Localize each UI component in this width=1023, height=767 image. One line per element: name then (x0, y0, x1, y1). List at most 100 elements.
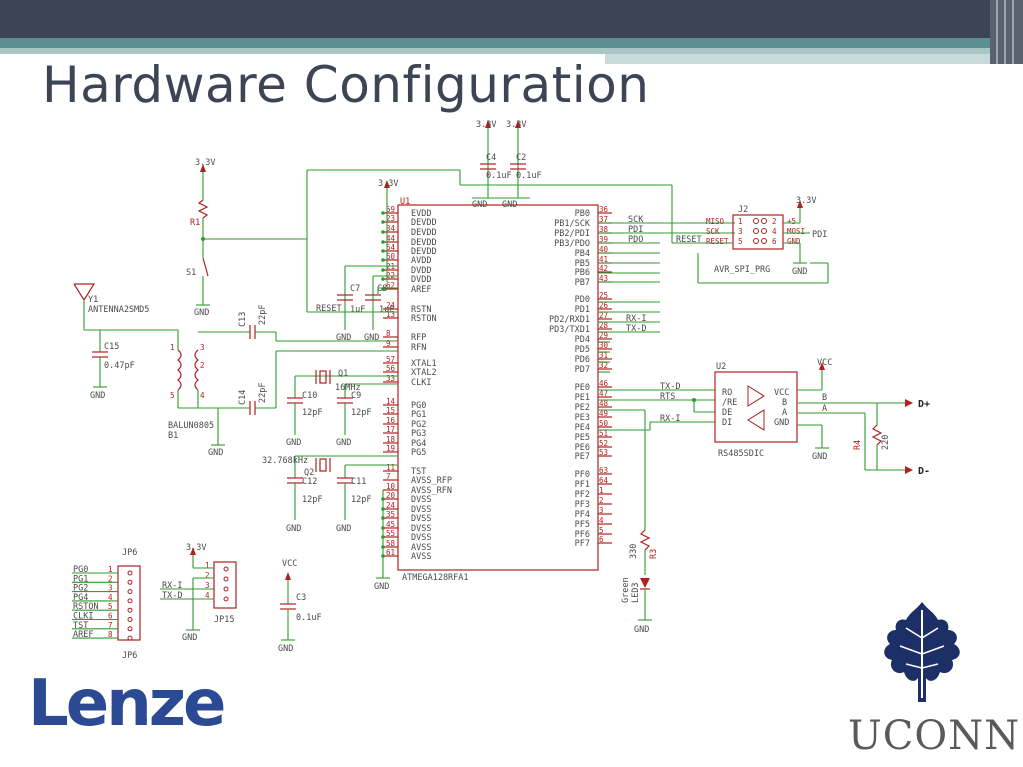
u1-pin-number: 10 (386, 482, 396, 491)
jp15-body (213, 561, 237, 609)
u1-pin-number: 35 (386, 510, 395, 519)
u1-pin-number: 26 (599, 301, 609, 310)
bus-dplus: D+ (918, 399, 930, 410)
u1-pin-number: 53 (599, 448, 608, 457)
u1-pin-number: 2 (599, 496, 604, 505)
u1-pin-number: 50 (599, 419, 609, 428)
j2-left-label: RESET (706, 237, 729, 246)
u1-pin-name: PD3/TXD1 (549, 325, 590, 335)
j2-body (732, 214, 784, 250)
svg-text:3: 3 (200, 343, 205, 352)
u1-pin-name: AREF (411, 285, 431, 295)
u1-pin-number: 38 (599, 225, 609, 234)
j2-pin: 6 (772, 237, 777, 246)
u1-pin-name: PE2 (575, 403, 590, 413)
u1-pin-number: 55 (386, 529, 395, 538)
reset-net-label: RESET (316, 304, 342, 314)
u1-pin-name: PD6 (575, 355, 590, 365)
u1-pin-number: 5 (599, 526, 604, 535)
u1-pin-name: PG3 (411, 429, 426, 439)
u1-pin-name: PF4 (575, 510, 590, 520)
u1-pin-number: 25 (599, 291, 608, 300)
uconn-oak-leaf-icon (884, 602, 960, 702)
gnd-label: GND (208, 448, 223, 458)
u1-pin-name: PG0 (411, 401, 426, 411)
u1-pin-name: AVSS (411, 552, 431, 562)
u1-pin-name: PB6 (575, 268, 590, 278)
c11-value: 12pF (351, 495, 371, 505)
u1-pin-name: PD5 (575, 345, 590, 355)
header-stripe (1004, 0, 1006, 64)
u1-pin-number: 42 (599, 264, 608, 273)
header-right-block (990, 0, 1023, 64)
j2-pin: 4 (772, 227, 777, 236)
u1-pin-number: 58 (386, 539, 396, 548)
c15-ref: C15 (104, 342, 119, 352)
u1-pin-name: PB0 (575, 209, 590, 219)
u1-pin-name: DVSS (411, 524, 431, 534)
net-label-pdi-j2: PDI (812, 230, 827, 240)
c13-value: 22pF (258, 305, 268, 325)
r4-value: 220 (881, 435, 891, 450)
u1-pin-name: PD0 (575, 295, 590, 305)
j2-left-label: MISO (706, 217, 725, 226)
u1-pin-number: 23 (386, 214, 395, 223)
s1-ref: S1 (186, 268, 196, 278)
u1-pin-name: AVDD (411, 256, 431, 266)
vcc-label: VCC (282, 559, 297, 569)
u1-pin-name: DVDD (411, 275, 431, 285)
jp6-ref: JP6 (122, 548, 137, 558)
u1-pin-number: 63 (599, 466, 608, 475)
c13-ref: C13 (238, 312, 248, 327)
jp15-pin-number: 3 (205, 581, 210, 590)
u1-pin-number: 49 (599, 409, 608, 418)
header-stripe (1012, 0, 1014, 64)
u1-pin-number: 48 (599, 399, 609, 408)
balun-ref: B1 (168, 431, 178, 441)
u1-pin-number: 41 (599, 255, 608, 264)
u1-pin-number: 6 (599, 535, 604, 544)
header-accent-light (0, 48, 990, 54)
u2-pin: DI (722, 418, 732, 428)
c4-ref: C4 (486, 153, 496, 163)
jp6-pin-label: PG4 (73, 593, 88, 603)
u1-pin-name: DVSS (411, 533, 431, 543)
led3-ref: LED3 (631, 583, 641, 603)
u1-pin-name: RFP (411, 333, 426, 343)
u1-pin-number: 60 (386, 252, 396, 261)
c3-value: 0.1uF (296, 613, 322, 623)
u1-pin-name: PE7 (575, 452, 590, 462)
supply-label: 3.3V (476, 120, 496, 130)
jp6-pin-number: 6 (108, 612, 113, 621)
gnd-label: GND (502, 200, 517, 210)
u1-pin-number: 56 (386, 364, 396, 373)
vcc-label: VCC (817, 358, 832, 368)
u1-pin-name: PG2 (411, 420, 426, 430)
bus-a: A (822, 404, 827, 414)
c14-ref: C14 (238, 390, 248, 405)
u1-pin-number: 40 (599, 245, 609, 254)
u1-pin-name: PG1 (411, 410, 426, 420)
u1-pin-name: DVSS (411, 505, 431, 515)
r3-value: 330 (629, 544, 639, 559)
u1-pin-number: 19 (386, 444, 395, 453)
u1-pin-name: XTAL1 (411, 359, 437, 369)
u1-pin-number: 15 (386, 406, 395, 415)
u2-pin: B (782, 398, 787, 408)
jp15-ref: JP15 (214, 615, 234, 625)
jp6-pin-label: RSTON (73, 602, 99, 612)
u1-ref: U1 (400, 197, 410, 207)
r1-ref: R1 (190, 218, 200, 228)
net-label-rx: RX-I (626, 314, 646, 324)
c8-ref: C8 (377, 284, 387, 294)
u1-pin-name: AVSS_RFN (411, 486, 452, 496)
gnd-label: GND (286, 524, 301, 534)
u2-pin: DE (722, 408, 732, 418)
jp6-pin-number: 4 (108, 593, 113, 602)
u1-pin-name: PE4 (575, 423, 590, 433)
q1-ref: Q1 (338, 369, 348, 379)
u1-pin-number: 54 (386, 243, 396, 252)
u1-pin-name: DEVDD (411, 247, 437, 257)
net-label-sck: SCK (628, 215, 644, 225)
net-label-rxi: RX-I (660, 414, 680, 424)
